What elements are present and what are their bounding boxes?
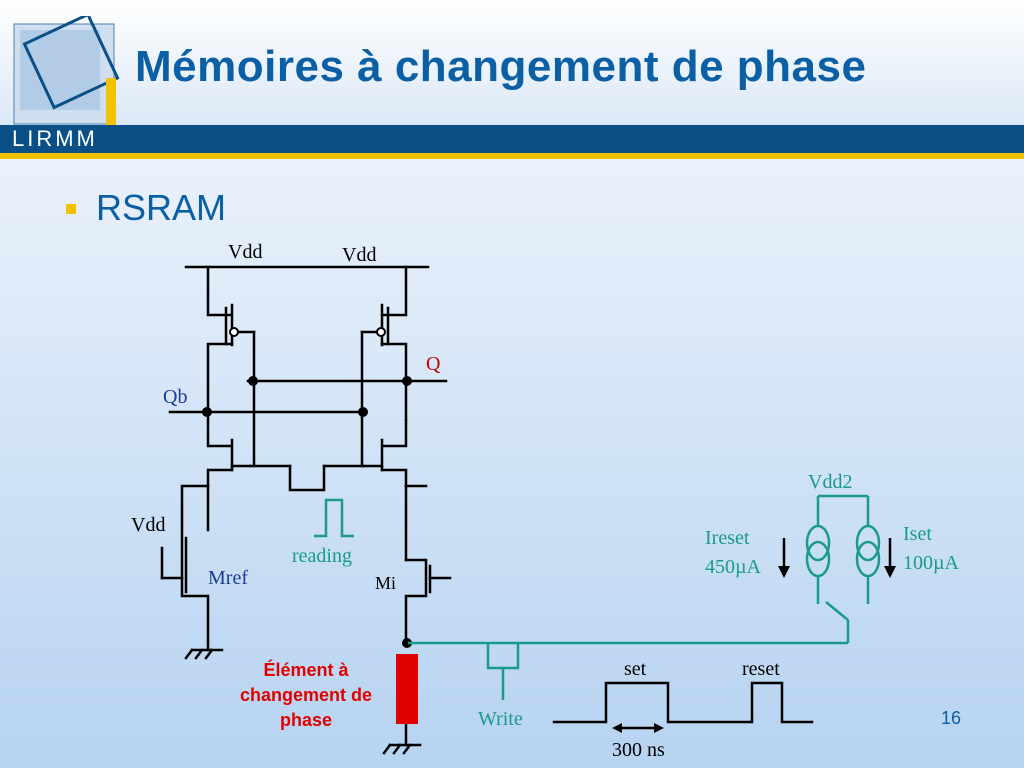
org-name: LIRMM [12,126,98,151]
slide-title: Mémoires à changement de phase [135,42,867,91]
element-label-line2: changement de [240,685,372,705]
vdd2-label: Vdd2 [808,471,852,493]
set-label: set [624,658,647,680]
iset-label: Iset [903,523,932,545]
vdd-left-label: Vdd [228,241,262,263]
bullet-icon [66,204,76,214]
reset-label: reset [742,658,780,680]
vdd-right-label: Vdd [342,244,376,266]
mref-label: Mref [208,567,248,589]
iset-value: 100µA [903,552,960,574]
phase-change-element [396,654,418,724]
mi-label: Mi [375,573,396,593]
ireset-value: 450µA [705,556,762,578]
write-label: Write [478,708,523,730]
lirmm-logo-icon [13,16,120,126]
ireset-label: Ireset [705,527,750,549]
title-band [0,0,1024,125]
element-label-line3: phase [280,710,332,730]
q-label: Q [426,353,441,375]
duration-label: 300 ns [612,739,665,761]
reading-label: reading [292,545,352,567]
page-number: 16 [941,708,962,728]
qb-label: Qb [163,386,187,408]
header-bar [0,125,1024,153]
header-accent-line [0,153,1024,159]
vdd-mref-label: Vdd [131,514,165,536]
bullet-text: RSRAM [96,187,227,228]
element-label-line1: Élément à [263,659,349,680]
